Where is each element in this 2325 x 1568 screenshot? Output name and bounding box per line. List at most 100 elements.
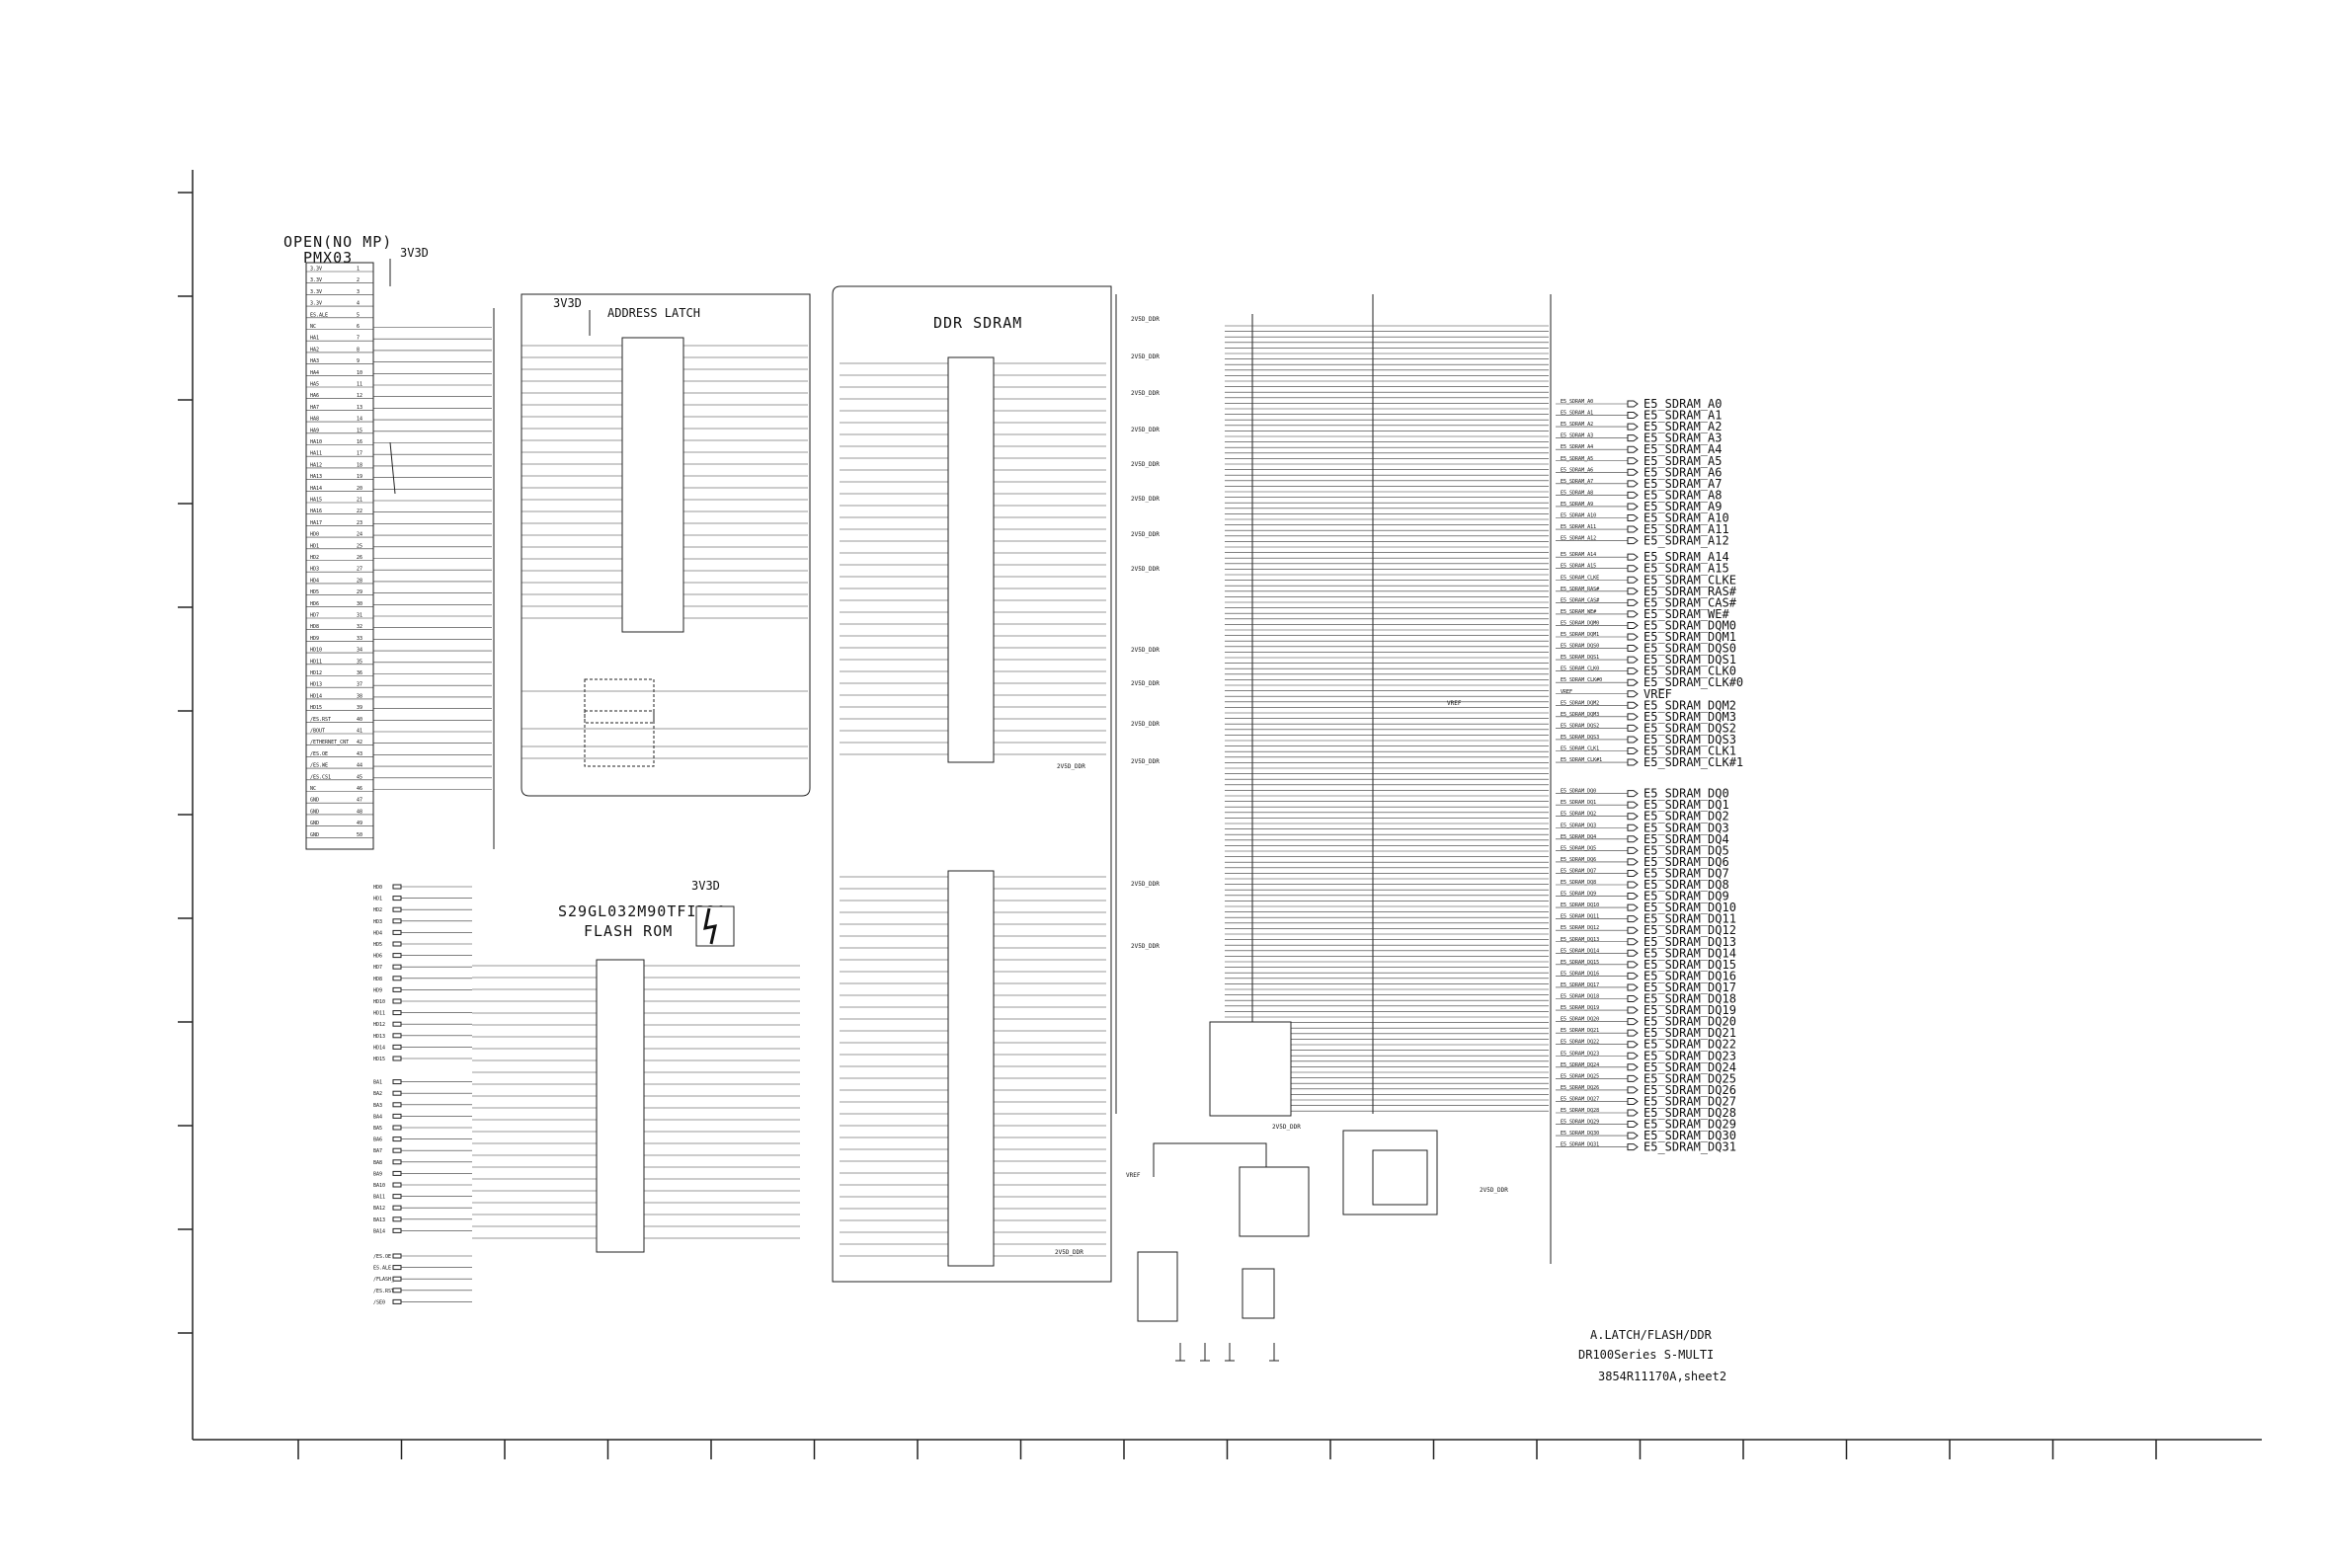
output-net-stub: E5_SDRAM_DQ16 xyxy=(1561,971,1599,977)
output-net-stub: E5_SDRAM_DQM0 xyxy=(1561,620,1599,626)
connector-pin-label: HD4 xyxy=(310,578,319,584)
output-net-label: E5_SDRAM_DQM3 xyxy=(1644,710,1736,724)
connector-pin-label: HD7 xyxy=(310,613,319,619)
output-net-stub: E5_SDRAM_DQ0 xyxy=(1561,789,1596,795)
output-net-label: E5_SDRAM_DQS1 xyxy=(1644,653,1736,666)
ddr-power-label: 2V5D_DDR xyxy=(1131,647,1160,654)
sheet-frame xyxy=(178,170,2262,1459)
connector-pin-number: 12 xyxy=(357,393,362,399)
output-net-label: E5_SDRAM_DQ29 xyxy=(1644,1118,1736,1132)
connector-pin-label: /ES.WE xyxy=(310,763,328,769)
output-net-stub: E5_SDRAM_DQ19 xyxy=(1561,1005,1599,1011)
connector-pin-number: 45 xyxy=(357,774,362,780)
flash-input-label: BA5 xyxy=(373,1126,382,1132)
ddr-power-label: 2V5D_DDR xyxy=(1131,566,1160,573)
connector-pin-label: HA5 xyxy=(310,382,319,388)
output-net-label: E5_SDRAM_DQ0 xyxy=(1644,787,1729,801)
output-net-stub: E5_SDRAM_DQ2 xyxy=(1561,812,1596,818)
output-net-label: E5_SDRAM_A12 xyxy=(1644,534,1729,548)
output-net-label: E5_SDRAM_DQ25 xyxy=(1644,1071,1736,1085)
output-net-label: E5_SDRAM_DQ11 xyxy=(1644,912,1736,926)
output-net-label: E5_SDRAM_DQ27 xyxy=(1644,1094,1736,1108)
flash-input-label: BA11 xyxy=(373,1195,385,1201)
output-net-stub: E5_SDRAM_A12 xyxy=(1561,536,1596,542)
flash-ic xyxy=(596,959,645,1253)
connector-pin-number: 29 xyxy=(357,589,362,595)
connector-pin-label: HA13 xyxy=(310,474,322,480)
flash-input-label: BA13 xyxy=(373,1217,385,1223)
flash-input-label: HD11 xyxy=(373,1011,385,1017)
output-net-stub: E5_SDRAM_A1 xyxy=(1561,411,1593,417)
output-net-label: E5_SDRAM_A3 xyxy=(1644,431,1722,445)
connector-pin-number: 3 xyxy=(357,289,360,295)
connector-pin-number: 47 xyxy=(357,798,362,804)
output-net-label: E5_SDRAM_CLK#0 xyxy=(1644,675,1743,689)
connector-pin-label: 3.3V xyxy=(310,267,322,273)
output-net-stub: E5_SDRAM_DQ23 xyxy=(1561,1051,1599,1057)
connector-pin-label: /BOUT xyxy=(310,729,325,735)
connector-pin-number: 39 xyxy=(357,705,362,711)
output-net-stub: E5_SDRAM_DQM3 xyxy=(1561,712,1599,718)
flash-input-label: /SE0 xyxy=(373,1299,385,1305)
connector-pin-number: 43 xyxy=(357,751,362,757)
output-net-stub: E5_SDRAM_CLK1 xyxy=(1561,746,1599,752)
flash-input-label: BA14 xyxy=(373,1228,385,1234)
output-net-label: E5_SDRAM_DQM1 xyxy=(1644,630,1736,644)
output-net-stub: E5_SDRAM_DQ29 xyxy=(1561,1120,1599,1126)
connector-pin-label: HA4 xyxy=(310,370,319,376)
output-net-label: E5_SDRAM_A7 xyxy=(1644,477,1722,491)
connector-pin-number: 1 xyxy=(357,267,360,273)
flash-input-label: BA1 xyxy=(373,1080,382,1086)
output-net-stub: E5_SDRAM_DQ18 xyxy=(1561,994,1599,1000)
output-net-label: E5_SDRAM_DQS3 xyxy=(1644,733,1736,746)
output-net-stub: E5_SDRAM_CLKE xyxy=(1561,575,1599,581)
connector-pin-label: HD2 xyxy=(310,555,319,561)
connector-pin-number: 44 xyxy=(357,763,362,769)
connector-pin-label: NC xyxy=(310,324,316,330)
connector-pin-number: 46 xyxy=(357,786,362,792)
output-net-stub: E5_SDRAM_DQS2 xyxy=(1561,723,1599,729)
connector-pin-number: 18 xyxy=(357,462,362,468)
connector-pin-number: 42 xyxy=(357,740,362,745)
output-net-stub: E5_SDRAM_A14 xyxy=(1561,552,1596,558)
output-net-stub: E5_SDRAM_DQ3 xyxy=(1561,823,1596,828)
connector-pin-label: NC xyxy=(310,786,316,792)
connector-pin-label: HD0 xyxy=(310,532,319,538)
connector-pin-label: 3.3V xyxy=(310,289,322,295)
ddr-power-label: 2V5D_DDR xyxy=(1131,531,1160,538)
output-net-stub: E5_SDRAM_DQ15 xyxy=(1561,960,1599,966)
output-net-stub: E5_SDRAM_DQ20 xyxy=(1561,1017,1599,1023)
output-net-label: E5_SDRAM_DQ9 xyxy=(1644,890,1729,903)
output-net-label: E5_SDRAM_A8 xyxy=(1644,488,1722,502)
output-net-label: E5_SDRAM_WE# xyxy=(1644,607,1729,621)
connector-pin-number: 21 xyxy=(357,498,362,504)
connector-pin-number: 20 xyxy=(357,486,362,492)
output-net-label: E5_SDRAM_A9 xyxy=(1644,500,1722,513)
connector-pin-label: GND xyxy=(310,821,319,826)
output-net-label: E5_SDRAM_DQ19 xyxy=(1644,1003,1736,1017)
flash-input-label: HD9 xyxy=(373,987,382,993)
flash-input-label: HD10 xyxy=(373,999,385,1005)
vref-local-label: VREF xyxy=(1447,700,1462,707)
connector-pin-label: HA3 xyxy=(310,358,319,364)
output-net-stub: E5_SDRAM_DQ24 xyxy=(1561,1062,1599,1068)
ddr-power-label: 2V5D_DDR xyxy=(1131,316,1160,323)
flash-input-label: BA4 xyxy=(373,1114,382,1120)
connector-pin-label: GND xyxy=(310,832,319,838)
connector-pin-label: HA15 xyxy=(310,498,322,504)
connector-pin-label: /ES.OE xyxy=(310,751,328,757)
connector-power-label: 3V3D xyxy=(400,246,429,260)
output-net-label: E5_SDRAM_DQ22 xyxy=(1644,1038,1736,1052)
output-net-stub: E5_SDRAM_CLK#0 xyxy=(1561,677,1602,683)
ddr-power-label: 2V5D_DDR xyxy=(1131,943,1160,950)
latch-ic xyxy=(621,337,684,633)
output-net-stub: E5_SDRAM_CAS# xyxy=(1561,597,1599,603)
output-net-stub: E5_SDRAM_CLK#1 xyxy=(1561,757,1602,763)
title-line-2: DR100Series S-MULTI xyxy=(1578,1348,1714,1362)
connector-pin-label: HA17 xyxy=(310,520,322,526)
connector-pin-number: 25 xyxy=(357,543,362,549)
connector-pin-label: GND xyxy=(310,798,319,804)
connector-pin-label: HD14 xyxy=(310,693,322,699)
connector-pin-label: HD9 xyxy=(310,636,319,642)
